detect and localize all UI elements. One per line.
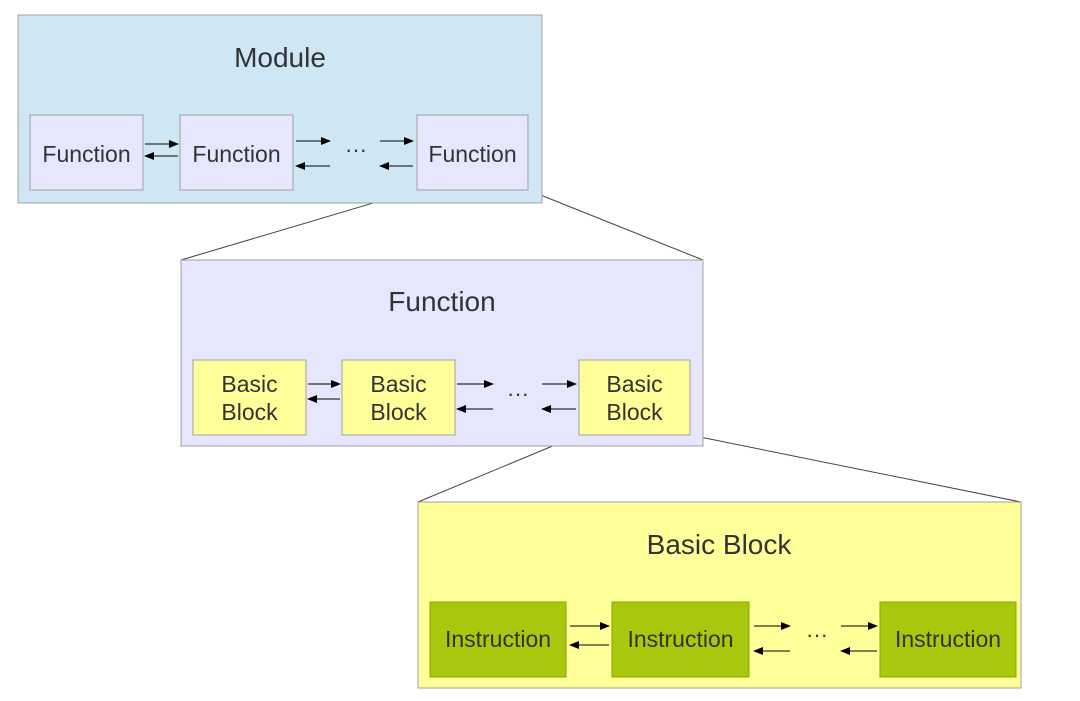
basic-block-title: Basic Block xyxy=(647,529,793,560)
basic-block-label-line1: Basic xyxy=(221,371,277,397)
function-basic-block-item: Basic Block xyxy=(341,359,456,436)
function-basic-block-item: Basic Block xyxy=(578,359,691,436)
function-container: Function Basic Block Basic Block Basic B… xyxy=(180,259,704,447)
basic-block-label-line2: Block xyxy=(370,399,427,425)
instruction-label: Instruction xyxy=(445,626,551,652)
function-title: Function xyxy=(388,286,495,317)
basic-block-label-line2: Block xyxy=(221,399,278,425)
instruction-label: Instruction xyxy=(627,626,733,652)
basic-block-instruction-item: Instruction xyxy=(879,601,1017,678)
connector-line xyxy=(527,189,704,261)
module-function-label: Function xyxy=(428,141,516,167)
module-function-item: Function xyxy=(29,114,144,191)
module-function-item: Function xyxy=(416,114,529,191)
basic-block-instruction-item: Instruction xyxy=(429,601,567,678)
module-function-item: Function xyxy=(179,114,294,191)
basic-block-ellipsis: ··· xyxy=(806,622,828,647)
module-container: Module Function Function Function ··· xyxy=(17,14,543,204)
instruction-label: Instruction xyxy=(895,626,1001,652)
module-function-label: Function xyxy=(42,141,130,167)
basic-block-container: Basic Block Instruction Instruction Inst… xyxy=(417,501,1022,689)
basic-block-label-line1: Basic xyxy=(370,371,426,397)
module-ellipsis: ··· xyxy=(345,137,367,162)
module-function-label: Function xyxy=(192,141,280,167)
basic-block-label-line2: Block xyxy=(606,399,663,425)
function-basic-block-item: Basic Block xyxy=(192,359,307,436)
module-title: Module xyxy=(234,42,326,73)
basic-block-label-line1: Basic xyxy=(606,371,662,397)
connector-line xyxy=(689,434,1022,503)
function-ellipsis: ··· xyxy=(507,381,529,406)
basic-block-instruction-item: Instruction xyxy=(611,601,750,678)
